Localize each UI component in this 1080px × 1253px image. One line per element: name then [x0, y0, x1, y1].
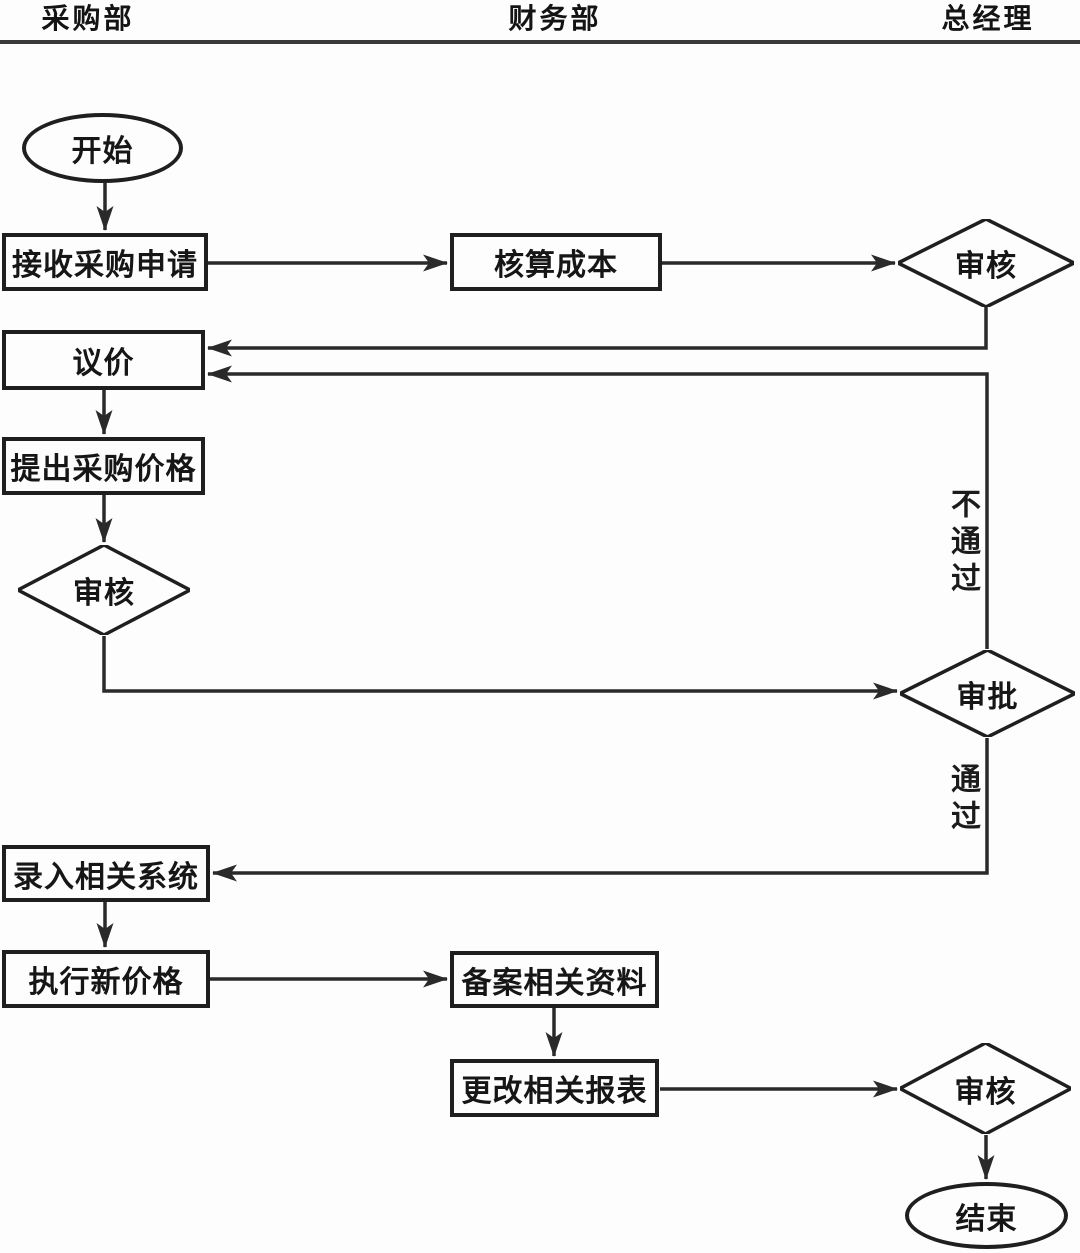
node-approve: 审批 — [900, 650, 1075, 737]
node-end-label: 结束 — [955, 1202, 1018, 1236]
node-propose-price-label: 提出采购价格 — [10, 453, 197, 486]
decision-diamond-shape — [898, 219, 1074, 307]
edge-label-not-pass: 不通过 — [946, 488, 979, 599]
node-execute-new-price: 执行新价格 — [2, 950, 210, 1008]
node-review-purchasing: 审核 — [18, 545, 190, 635]
node-file-materials: 备案相关资料 — [450, 951, 659, 1008]
node-receive-request-label: 接收采购申请 — [12, 249, 198, 282]
node-negotiate-price: 议价 — [2, 330, 205, 390]
decision-diamond-shape — [900, 650, 1075, 737]
edge-approve-notpass-to-negotiate — [207, 365, 989, 649]
node-calculate-cost: 核算成本 — [450, 233, 662, 291]
node-file-materials-label: 备案相关资料 — [461, 966, 648, 1000]
lane-purchasing-dept: 采购部 — [41, 3, 135, 34]
node-calculate-cost-label: 核算成本 — [494, 249, 618, 282]
node-propose-price: 提出采购价格 — [2, 437, 205, 495]
lane-finance-dept: 财务部 — [508, 3, 602, 34]
node-review-purchasing-label: 审核 — [73, 577, 135, 610]
lane-general-manager: 总经理 — [941, 3, 1035, 34]
decision-diamond-shape — [18, 545, 190, 635]
node-receive-request: 接收采购申请 — [2, 233, 208, 291]
node-execute-new-price-label: 执行新价格 — [28, 966, 184, 999]
node-enter-system: 录入相关系统 — [2, 845, 210, 902]
decision-diamond-shape — [900, 1043, 1071, 1134]
node-end: 结束 — [905, 1182, 1068, 1249]
node-review-manager-bottom-label: 审核 — [954, 1075, 1017, 1109]
node-negotiate-price-label: 议价 — [72, 347, 135, 380]
node-update-reports: 更改相关报表 — [450, 1059, 659, 1117]
node-review-manager-bottom: 审核 — [900, 1043, 1071, 1134]
edge-approve-pass-to-entersystem — [212, 738, 989, 882]
node-approve-label: 审批 — [956, 680, 1019, 714]
node-review-manager-top-label: 审核 — [955, 250, 1017, 283]
node-update-reports-label: 更改相关报表 — [461, 1075, 648, 1108]
node-start: 开始 — [22, 113, 183, 183]
edge-review-top-to-negotiate — [207, 307, 988, 357]
header-divider-line — [0, 40, 1080, 44]
node-review-manager-top: 审核 — [898, 219, 1074, 307]
edge-review-purchasing-to-approve — [102, 636, 898, 700]
node-start-label: 开始 — [71, 135, 134, 168]
swimlane-header: 采购部 财务部 总经理 — [0, 0, 1080, 44]
edge-label-pass: 通过 — [946, 763, 979, 837]
node-enter-system-label: 录入相关系统 — [13, 860, 199, 894]
